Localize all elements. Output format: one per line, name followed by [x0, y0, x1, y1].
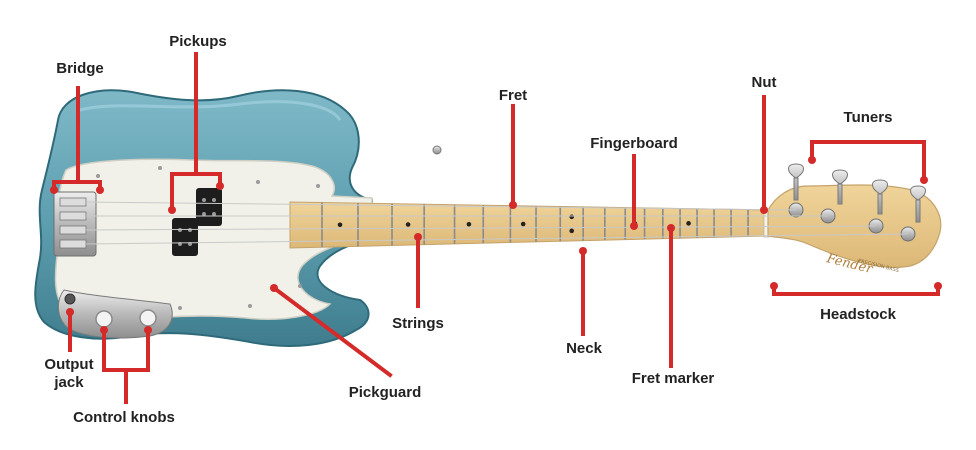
label-bridge: Bridge: [56, 60, 104, 77]
label-strings: Strings: [392, 315, 444, 332]
bridge-assembly: [53, 191, 97, 257]
fret-marker-dot: [569, 228, 575, 234]
fret-marker-dot: [466, 221, 472, 227]
fret-marker-dot: [520, 221, 526, 227]
label-neck: Neck: [566, 340, 602, 357]
volume-knob: [95, 310, 113, 328]
fret-markers: [337, 214, 691, 234]
tone-knob: [139, 309, 157, 327]
label-pickups: Pickups: [169, 33, 227, 50]
control-plate: [58, 289, 173, 339]
label-headstock: Headstock: [820, 306, 896, 323]
strings: [85, 201, 909, 245]
label-output-jack-line2: jack: [54, 374, 84, 391]
label-fingerboard: Fingerboard: [590, 135, 678, 152]
label-pickguard: Pickguard: [348, 384, 422, 401]
callout-dots: [50, 156, 942, 334]
fret-marker-dot: [569, 214, 575, 220]
label-control-knobs: Control knobs: [73, 409, 175, 426]
fret-marker-dot: [405, 222, 411, 227]
fret-marker-dot: [337, 222, 343, 228]
label-output-jack: Output jack: [44, 356, 93, 392]
label-tuners: Tuners: [843, 109, 893, 126]
label-nut: Nut: [751, 74, 777, 91]
frets: [321, 202, 749, 248]
output-jack-socket: [64, 293, 76, 305]
tuner-keys: [788, 163, 926, 223]
label-fret: Fret: [498, 87, 528, 104]
label-fret-marker: Fret marker: [631, 370, 715, 387]
label-output-jack-line1: Output: [44, 356, 94, 373]
fret-marker-dot: [686, 221, 691, 226]
strap-button: [432, 145, 442, 155]
